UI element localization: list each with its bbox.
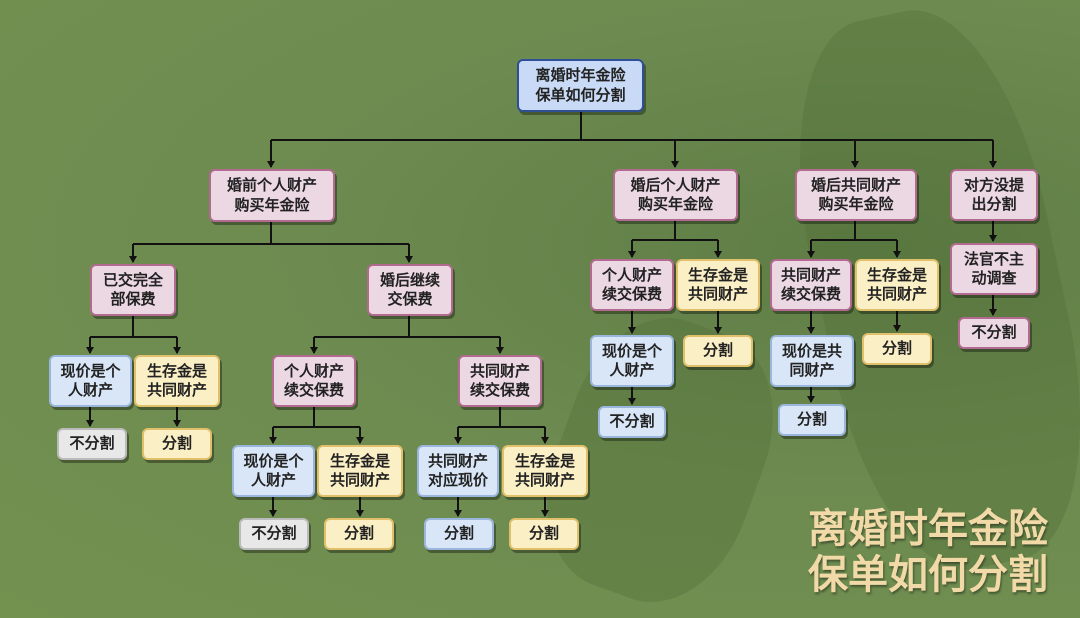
c-personal-node: 个人财产 续交保费 xyxy=(272,355,356,407)
arrowhead xyxy=(86,420,94,427)
arrowhead xyxy=(173,420,181,427)
continued-node: 婚后继续 交保费 xyxy=(367,264,453,316)
arrowhead xyxy=(989,161,997,168)
arrowhead xyxy=(129,256,137,263)
arrowhead xyxy=(807,396,815,403)
c-personal-cash-result: 不分割 xyxy=(239,518,309,550)
pc-survival-node: 生存金是 共同财产 xyxy=(855,259,939,311)
pc-survival-result: 分割 xyxy=(862,333,932,365)
p-cash-personal-node: 现价是个 人财产 xyxy=(49,355,132,407)
c-common-survival-result: 分割 xyxy=(509,518,579,550)
arrowhead xyxy=(405,256,413,263)
p-survival-common-node: 生存金是 共同财产 xyxy=(134,355,220,407)
pc-cash-node: 现价是共 同财产 xyxy=(770,335,854,387)
c-common-cash-node: 共同财产 对应现价 xyxy=(417,445,499,497)
paid-full-node: 已交完全 部保费 xyxy=(90,264,176,316)
arrowhead xyxy=(269,437,277,444)
judge-result: 不分割 xyxy=(958,317,1030,349)
judge-node: 法官不主 动调查 xyxy=(950,243,1038,295)
post-common-node: 婚后共同财产 购买年金险 xyxy=(795,169,917,221)
watermark-title: 离婚时年金险 保单如何分割 xyxy=(808,505,1048,598)
c-personal-survival-result: 分割 xyxy=(324,518,394,550)
arrowhead xyxy=(269,510,277,517)
c-common-survival-node: 生存金是 共同财产 xyxy=(502,445,588,497)
arrowhead xyxy=(893,251,901,258)
not-raised-node: 对方没提 出分割 xyxy=(950,169,1038,221)
arrowhead xyxy=(714,327,722,334)
arrowhead xyxy=(807,251,815,258)
pc-common-node: 共同财产 续交保费 xyxy=(770,259,852,311)
pp-cash-node: 现价是个 人财产 xyxy=(590,335,674,387)
p-cash-personal-result: 不分割 xyxy=(57,428,127,460)
arrowhead xyxy=(86,347,94,354)
root-node: 离婚时年金险 保单如何分割 xyxy=(517,59,644,112)
arrowhead xyxy=(454,510,462,517)
arrowhead xyxy=(310,347,318,354)
pp-survival-result: 分割 xyxy=(683,335,753,367)
c-personal-cash-node: 现价是个 人财产 xyxy=(232,445,315,497)
pp-survival-node: 生存金是 共同财产 xyxy=(676,259,760,311)
pp-cash-result: 不分割 xyxy=(598,406,666,438)
c-common-node: 共同财产 续交保费 xyxy=(458,355,542,407)
arrowhead xyxy=(356,510,364,517)
arrowhead xyxy=(454,437,462,444)
post-personal-node: 婚后个人财产 购买年金险 xyxy=(613,169,738,221)
arrowhead xyxy=(893,325,901,332)
arrowhead xyxy=(496,347,504,354)
arrowhead xyxy=(356,437,364,444)
arrowhead xyxy=(628,398,636,405)
premarital-node: 婚前个人财产 购买年金险 xyxy=(209,169,335,222)
arrowhead xyxy=(989,309,997,316)
c-common-cash-result: 分割 xyxy=(424,518,494,550)
arrowhead xyxy=(267,161,275,168)
arrowhead xyxy=(173,347,181,354)
arrowhead xyxy=(714,251,722,258)
arrowhead xyxy=(541,437,549,444)
c-personal-survival-node: 生存金是 共同财产 xyxy=(317,445,403,497)
arrowhead xyxy=(628,327,636,334)
p-survival-common-result: 分割 xyxy=(142,428,212,460)
pc-cash-result: 分割 xyxy=(778,404,846,436)
arrowhead xyxy=(851,161,859,168)
arrowhead xyxy=(628,251,636,258)
pp-personal-node: 个人财产 续交保费 xyxy=(590,259,674,311)
arrowhead xyxy=(671,161,679,168)
arrowhead xyxy=(541,510,549,517)
arrowhead xyxy=(807,327,815,334)
arrowhead xyxy=(989,235,997,242)
